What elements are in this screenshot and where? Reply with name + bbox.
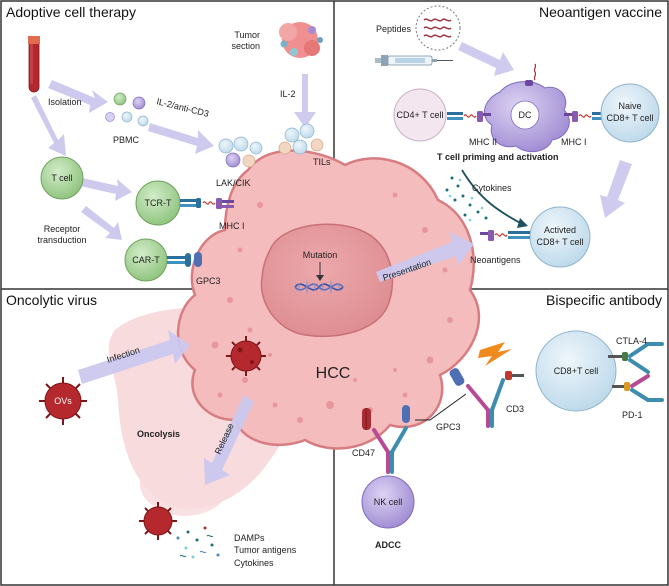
tumor-vesicles [211, 192, 453, 423]
panel-title-oncolytic: Oncolytic virus [6, 292, 97, 308]
label-receptor-2: transduction [37, 235, 86, 245]
virus-ovs-icon [39, 377, 87, 425]
cytokine-dots-light [448, 178, 484, 222]
label-activated-2: CD8+ T cell [537, 237, 584, 247]
label-priming: T cell priming and activation [437, 152, 559, 162]
dc-nucleus [510, 100, 540, 130]
lightning-icon [478, 342, 512, 366]
virus-released-icon [139, 502, 177, 540]
label-tcr-t: TCR-T [145, 198, 172, 208]
naive-cd8-t-cell [600, 83, 660, 143]
mutation-arrowhead [316, 275, 324, 281]
peptides-icon [415, 5, 461, 51]
panel-title-neoantigen: Neoantigen vaccine [539, 4, 662, 20]
label-cd4-t-cell: CD4+ T cell [397, 110, 444, 120]
pbmc-cells [105, 92, 149, 127]
cytokine-arrow [461, 169, 523, 225]
label-naive-1: Naive [618, 101, 641, 111]
bispecific-antibody-icon [466, 378, 505, 428]
label-neoantigens: Neoantigens [470, 255, 521, 265]
label-tumor-section-1: Tumor [234, 30, 260, 40]
cd47-antigen-icon [362, 408, 371, 430]
label-il2: IL-2 [280, 89, 296, 99]
pd1-antibody-icon [612, 374, 664, 402]
label-naive-2: CD8+ T cell [607, 113, 654, 123]
label-pbmc: PBMC [113, 135, 140, 145]
label-t-cell: T cell [51, 173, 72, 183]
label-adcc: ADCC [375, 540, 401, 550]
label-activated-1: Activted [544, 225, 576, 235]
label-cd8-bispecific: CD8+T cell [554, 366, 599, 376]
label-ovs: OVs [54, 396, 72, 406]
gpc3-pointer-line [415, 393, 467, 421]
label-gpc3-bispecific: GPC3 [436, 422, 461, 432]
label-cd3: CD3 [506, 404, 524, 414]
label-oncolysis: Oncolysis [137, 429, 180, 439]
label-il2-anticd3: IL-2/anti-CD3 [156, 96, 210, 119]
nk-engager-antibody-icon [372, 426, 408, 474]
panel-title-adoptive: Adoptive cell therapy [6, 4, 136, 20]
label-mutation: Mutation [303, 250, 338, 260]
dna-helix-icon [294, 281, 344, 293]
gpc3-antigen-nk-icon [402, 405, 410, 423]
label-cytokines-ov: Cytokines [234, 558, 274, 568]
label-peptides: Peptides [376, 24, 412, 34]
flow-arrows [31, 42, 632, 485]
lak-cik-cells [218, 136, 263, 168]
cytokine-dots [445, 176, 488, 220]
dc-peptide-icon [525, 63, 537, 86]
label-hcc: HCC [316, 365, 351, 382]
label-mhc-i-neo: MHC I [561, 137, 587, 147]
label-ctla4: CTLA-4 [616, 336, 647, 346]
label-car-t: CAR-T [132, 255, 160, 265]
damps-particles [176, 526, 220, 559]
label-damps: DAMPs [234, 533, 265, 543]
neoantigen-complex-icon [480, 230, 530, 241]
label-gpc3-adoptive: GPC3 [196, 276, 221, 286]
t-cell [40, 156, 84, 200]
cd3-receptor-icon [505, 371, 524, 380]
cd4-t-cell [393, 88, 447, 142]
blood-tube-icon [28, 36, 40, 93]
virus-in-tumor-icon [226, 336, 266, 376]
label-nk-cell: NK cell [374, 497, 403, 507]
label-cd47: CD47 [352, 448, 375, 458]
tcr-receptor-icon [180, 198, 234, 209]
label-mhc-ii: MHC II [469, 137, 497, 147]
label-isolation: Isolation [48, 97, 82, 107]
label-tumor-section-2: section [231, 41, 260, 51]
tils-cells [278, 123, 324, 155]
ctla4-antibody-icon [608, 342, 664, 374]
label-receptor-1: Receptor [44, 224, 81, 234]
tumor-nucleus [260, 223, 394, 337]
label-lak-cik: LAK/CIK [216, 178, 251, 188]
label-dc: DC [519, 110, 532, 120]
label-pd1: PD-1 [622, 410, 643, 420]
panel-title-bispecific: Bispecific antibody [546, 292, 662, 308]
cytokine-arrowhead [517, 218, 528, 228]
gpc3-antigen-icon [449, 368, 465, 386]
car-receptor-icon [167, 252, 202, 267]
syringe-icon [375, 55, 453, 66]
car-t-cell [124, 238, 168, 282]
tumor-section-icon [279, 22, 323, 58]
label-tumor-antigens: Tumor antigens [234, 545, 297, 555]
cd8-t-cell-bispecific [535, 330, 617, 412]
mhc-i-complex-icon [564, 111, 604, 122]
mhc-ii-complex-icon [447, 111, 491, 122]
nk-cell [361, 475, 415, 529]
tcr-t-cell [135, 180, 181, 226]
label-tils: TILs [313, 157, 331, 167]
label-cytokines-neo: Cytokines [472, 183, 512, 193]
label-mhc-i-adoptive: MHC I [219, 221, 245, 231]
